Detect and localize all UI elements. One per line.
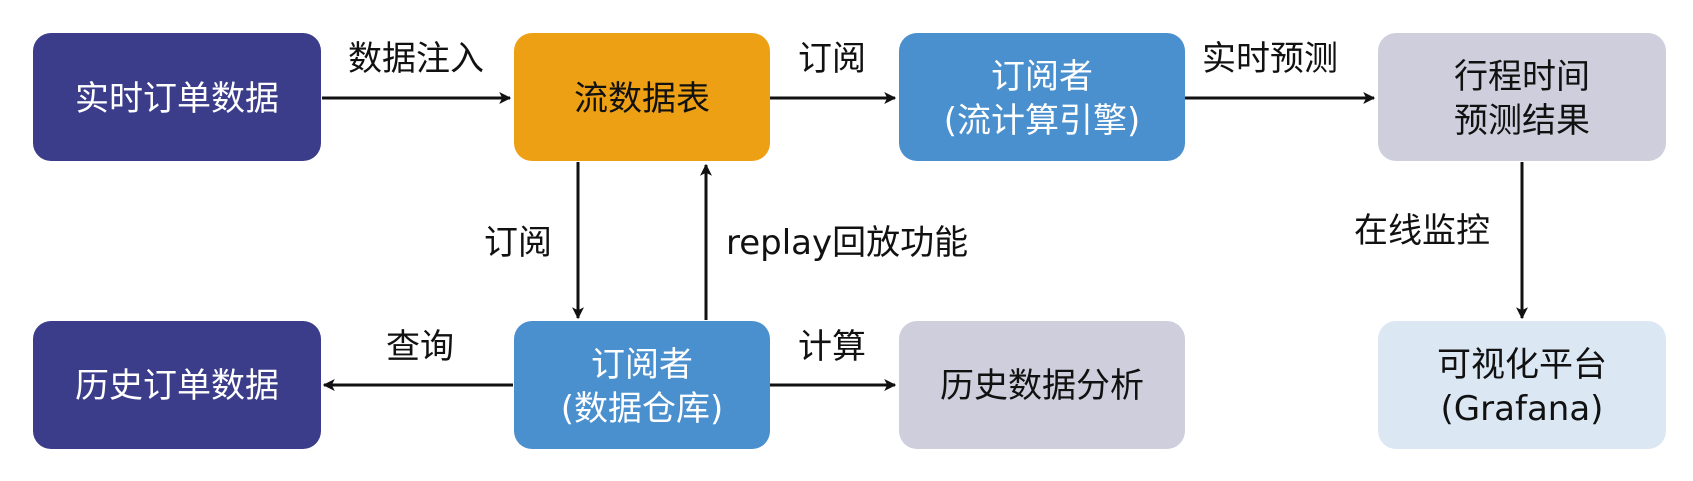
edge-label-inject: 数据注入 — [348, 39, 484, 79]
node-realtime-orders-label: 实时订单数据 — [75, 79, 279, 119]
edge-label-query: 查询 — [386, 327, 454, 367]
node-visualization-label-2: (Grafana) — [1441, 389, 1604, 429]
node-subscriber-stream-label-1: 订阅者 — [991, 57, 1093, 97]
node-visualization: 可视化平台 (Grafana) — [1378, 321, 1666, 449]
node-travel-prediction-label-2: 预测结果 — [1454, 101, 1590, 141]
node-subscriber-warehouse: 订阅者 (数据仓库) — [514, 321, 770, 449]
edge-label-replay: replay回放功能 — [726, 223, 968, 263]
node-travel-prediction-box — [1378, 33, 1666, 161]
node-history-orders: 历史订单数据 — [33, 321, 321, 449]
node-history-orders-label: 历史订单数据 — [75, 366, 279, 406]
edge-label-compute: 计算 — [798, 327, 866, 367]
node-subscriber-warehouse-label-1: 订阅者 — [591, 345, 693, 385]
node-realtime-orders: 实时订单数据 — [33, 33, 321, 161]
node-stream-table-box — [514, 33, 770, 161]
node-subscriber-stream-label-2: (流计算引擎) — [944, 101, 1141, 141]
edge-label-realtime-predict: 实时预测 — [1202, 39, 1338, 79]
node-subscriber-stream: 订阅者 (流计算引擎) — [899, 33, 1185, 161]
node-history-analysis: 历史数据分析 — [899, 321, 1185, 449]
node-visualization-box — [1378, 321, 1666, 449]
node-travel-prediction: 行程时间 预测结果 — [1378, 33, 1666, 161]
node-subscriber-warehouse-box — [514, 321, 770, 449]
node-subscriber-warehouse-label-2: (数据仓库) — [561, 389, 724, 429]
node-realtime-orders-box — [33, 33, 321, 161]
node-visualization-label-1: 可视化平台 — [1437, 345, 1607, 385]
edge-label-subscribe-down: 订阅 — [484, 223, 552, 263]
node-history-analysis-box — [899, 321, 1185, 449]
node-subscriber-stream-box — [899, 33, 1185, 161]
edge-label-subscribe-top: 订阅 — [798, 39, 866, 79]
node-history-analysis-label: 历史数据分析 — [940, 366, 1144, 406]
node-stream-table: 流数据表 — [514, 33, 770, 161]
edge-label-monitor: 在线监控 — [1354, 211, 1490, 251]
node-stream-table-label: 流数据表 — [574, 79, 710, 119]
node-travel-prediction-label-1: 行程时间 — [1454, 57, 1590, 97]
node-history-orders-box — [33, 321, 321, 449]
